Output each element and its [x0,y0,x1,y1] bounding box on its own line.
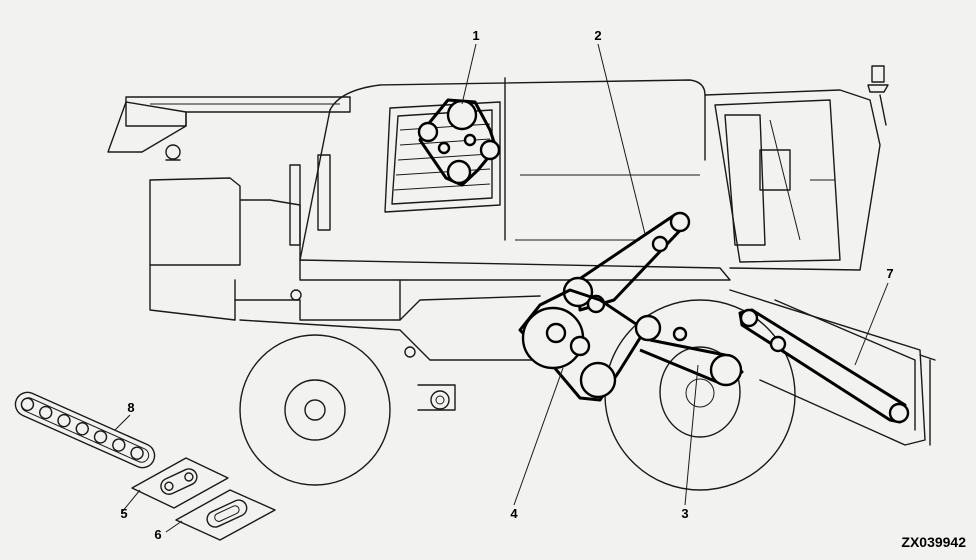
offset-link-part-6 [175,489,276,541]
figure-code: ZX039942 [901,534,966,550]
callout-3: 3 [681,506,688,521]
callout-1: 1 [472,28,479,43]
callout-4: 4 [510,506,518,521]
leader-lines [114,43,889,533]
callout-8: 8 [127,400,134,415]
drive-7-belt [738,308,910,424]
combine-body-outline [107,65,936,491]
drive-3-belt [639,338,744,387]
callout-7: 7 [886,266,893,281]
drive-4-belt [518,288,688,402]
callout-2: 2 [594,28,601,43]
roller-chain-part-8 [14,391,156,469]
connecting-link-part-5 [131,457,229,509]
drive-2-belt [562,211,691,314]
callout-5: 5 [120,506,127,521]
drive-1-belt [417,98,501,187]
callout-6: 6 [154,527,161,542]
